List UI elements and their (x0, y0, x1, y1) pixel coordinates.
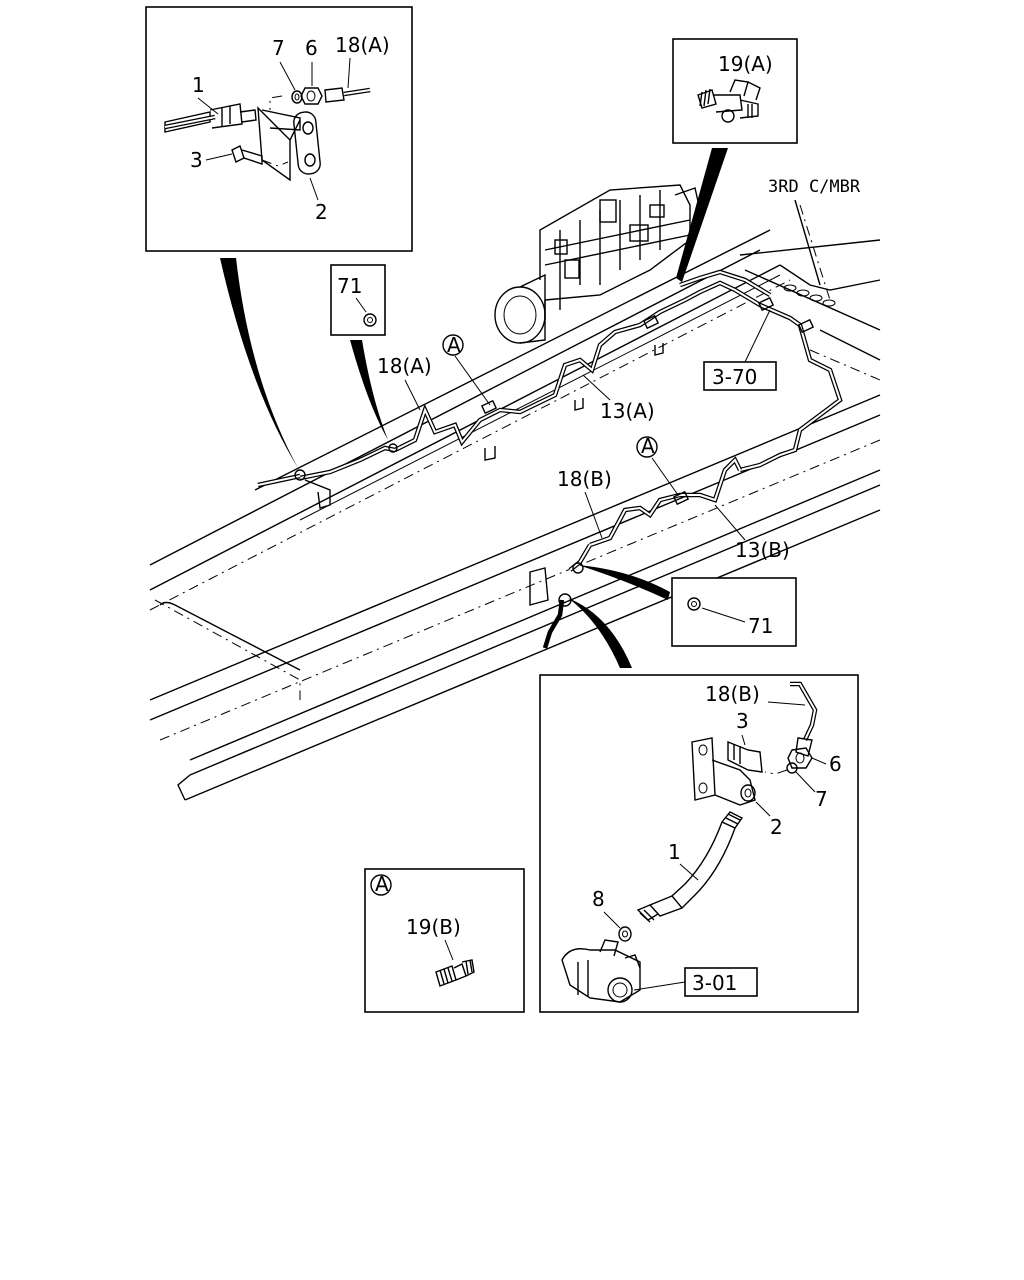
inset-br-label-18b: 18(B) (705, 682, 760, 706)
inset-br-label-3: 3 (736, 709, 749, 733)
inset-19a: 19(A) (672, 38, 798, 144)
inset-71-right-label: 71 (748, 614, 773, 638)
inset-71-right: 71 (671, 577, 797, 647)
label-3rd-c-mbr: 3RD C/MBR (768, 177, 861, 197)
inset-a-label-19b: 19(B) (406, 915, 461, 939)
inset-br-label-8: 8 (592, 887, 605, 911)
inset-pointers (220, 148, 728, 668)
chassis-frame (149, 199, 881, 801)
inset-bottom-right: 18(B) 3 6 7 2 1 8 3-01 (539, 674, 859, 1013)
inset-br-label-7: 7 (815, 787, 828, 811)
inset-tl-label-7: 7 (272, 36, 285, 60)
inset-br-label-2: 2 (770, 815, 783, 839)
ref-3-01-text: 3-01 (692, 971, 737, 995)
inset-tl-label-3: 3 (190, 148, 203, 172)
brake-pipe-18a (257, 443, 398, 509)
inset-71-top: 71 (330, 264, 386, 336)
label-13a-main: 13(A) (600, 399, 655, 423)
brake-pipe-13b (589, 456, 743, 548)
brake-pipe-18b (529, 543, 592, 649)
inset-71-top-label: 71 (337, 274, 362, 298)
label-18b-main: 18(B) (557, 467, 612, 491)
inset-tl-label-1: 1 (192, 73, 205, 97)
ref-circle-a-upper (442, 334, 464, 356)
ref-circle-a-upper-text: A (447, 333, 461, 357)
inset-a-19b: A 19(B) (364, 868, 525, 1013)
label-18a-main: 18(A) (377, 354, 432, 378)
ref-circle-a-lower-text: A (641, 434, 655, 458)
valve-assembly-illustration (494, 184, 701, 344)
inset-top-left: 1 7 6 18(A) 3 2 (145, 6, 413, 252)
inset-tl-label-2: 2 (315, 200, 328, 224)
inset-19a-label: 19(A) (718, 52, 773, 76)
inset-a-circle (370, 874, 392, 896)
ref-box-3-70 (703, 361, 777, 391)
ref-3-70-text: 3-70 (712, 365, 757, 389)
inset-br-label-1: 1 (668, 840, 681, 864)
ref-circle-a-lower (636, 436, 658, 458)
main-callouts: A 18(A) 13(A) A 18(B) 13(B) 3-70 3RD C/M… (377, 177, 861, 562)
inset-tl-label-18a: 18(A) (335, 33, 390, 57)
inset-tl-label-6: 6 (305, 36, 318, 60)
inset-br-label-6: 6 (829, 752, 842, 776)
label-13b-main: 13(B) (735, 538, 790, 562)
inset-a-circle-text: A (375, 872, 389, 896)
brake-pipe-13a (393, 269, 843, 473)
